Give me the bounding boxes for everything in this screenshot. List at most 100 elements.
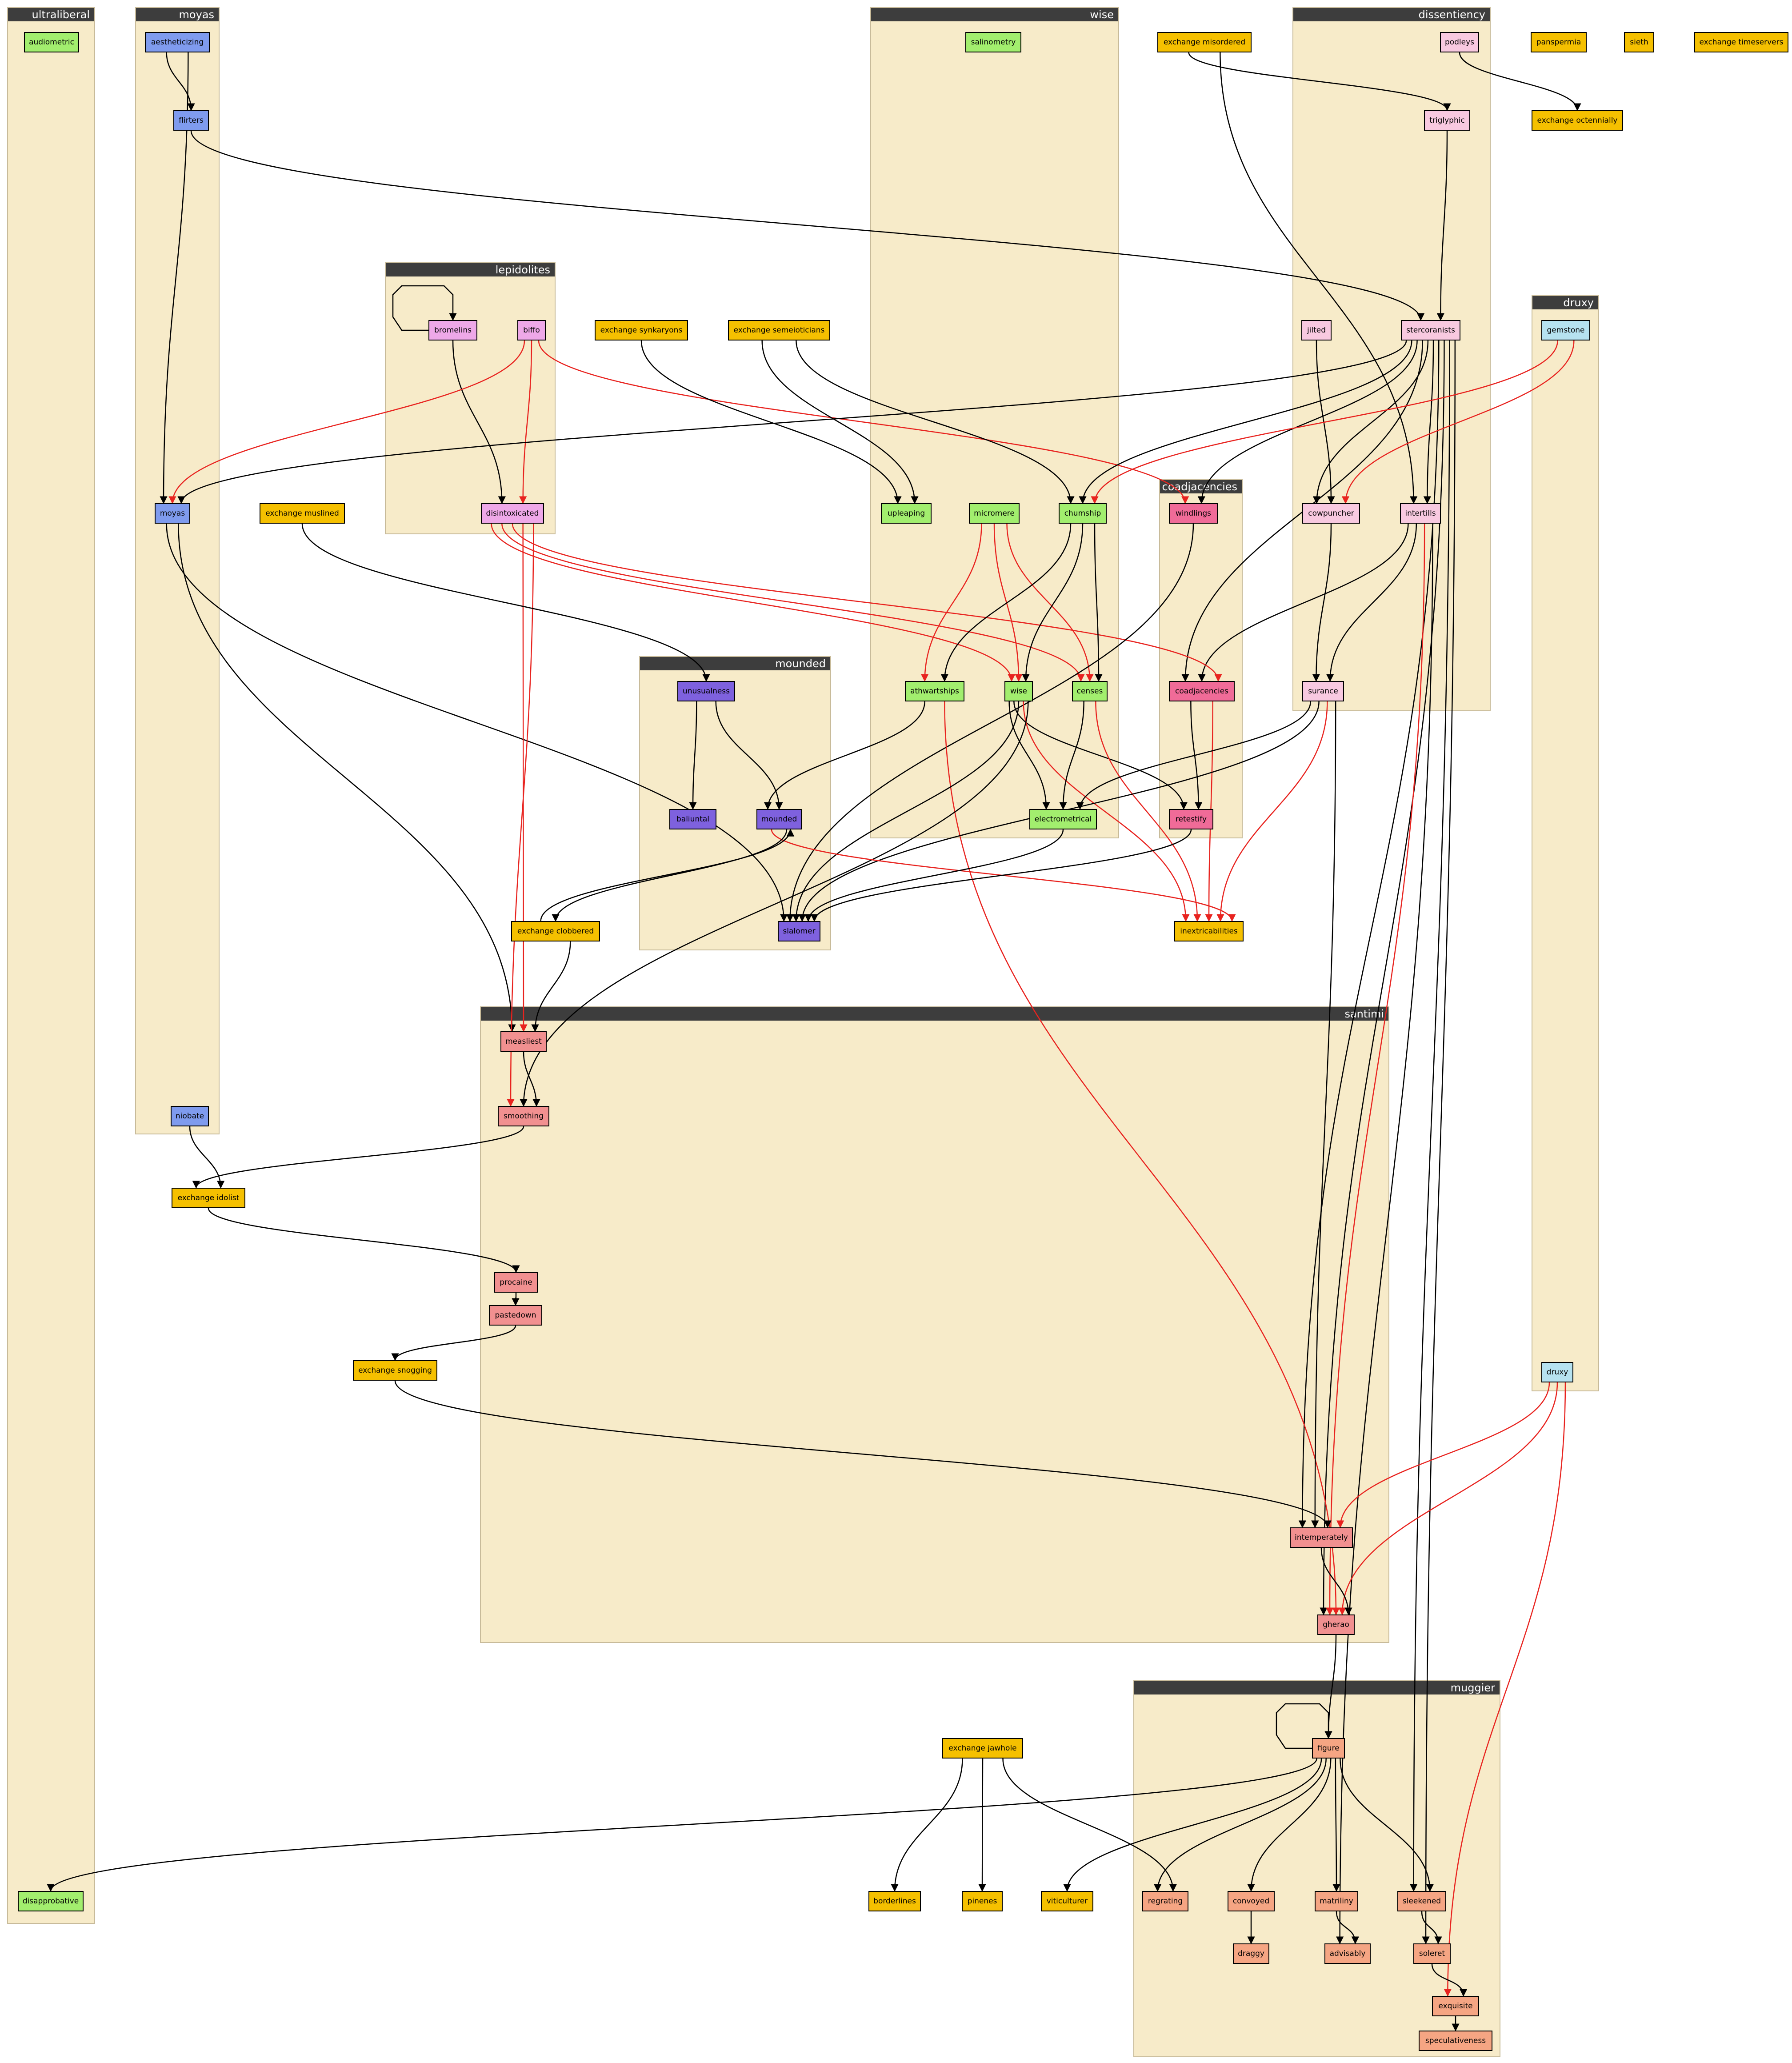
node-exchange-synkaryons[interactable]: exchange synkaryons xyxy=(595,320,688,340)
node-bromelins[interactable]: bromelins xyxy=(428,320,477,340)
node-podleys[interactable]: podleys xyxy=(1440,32,1479,52)
node-pastedown[interactable]: pastedown xyxy=(489,1305,542,1326)
node-triglyphic[interactable]: triglyphic xyxy=(1424,110,1470,131)
edge-figure-to-figure xyxy=(1276,1703,1332,1749)
node-draggy[interactable]: draggy xyxy=(1233,1943,1269,1964)
node-regrating[interactable]: regrating xyxy=(1142,1891,1188,1911)
cluster-title: moyas xyxy=(136,8,219,21)
node-micromere[interactable]: micromere xyxy=(969,503,1020,524)
node-wise[interactable]: wise xyxy=(1004,681,1033,701)
node-sieth[interactable]: sieth xyxy=(1624,32,1654,52)
edge-unusualness-to-mounded xyxy=(715,701,783,810)
node-druxy[interactable]: druxy xyxy=(1541,1362,1573,1382)
node-exchange-clobbered[interactable]: exchange clobbered xyxy=(511,921,600,941)
node-procaine[interactable]: procaine xyxy=(494,1272,538,1293)
node-disintoxicated[interactable]: disintoxicated xyxy=(481,503,544,524)
edge-wise-to-inextricabilities xyxy=(1023,701,1190,922)
edge-surance-to-electrometrical xyxy=(1076,701,1312,810)
node-aestheticizing[interactable]: aestheticizing xyxy=(145,32,210,52)
edge-bromelins-to-bromelins xyxy=(392,285,457,331)
edge-smoothing-to-exchange_idolist xyxy=(192,1126,524,1189)
node-coadjacencies[interactable]: coadjacencies xyxy=(1169,681,1235,701)
node-upleaping[interactable]: upleaping xyxy=(881,503,932,524)
edge-wise-to-electrometrical xyxy=(1008,701,1050,810)
node-salinometry[interactable]: salinometry xyxy=(965,32,1021,52)
cluster-title: lepidolites xyxy=(386,263,555,276)
node-flirters[interactable]: flirters xyxy=(173,110,209,131)
edge-aestheticizing-to-moyas xyxy=(160,52,189,504)
node-intemperately[interactable]: intemperately xyxy=(1290,1527,1353,1548)
node-advisably[interactable]: advisably xyxy=(1324,1943,1371,1964)
edge-figure-to-disapprobative xyxy=(47,1758,1317,1892)
node-stercoranists[interactable]: stercoranists xyxy=(1401,320,1460,340)
node-retestify[interactable]: retestify xyxy=(1169,809,1213,829)
node-measliest[interactable]: measliest xyxy=(500,1031,547,1052)
edge-unusualness-to-baliuntal xyxy=(689,701,697,810)
edge-mounded-to-exchange_clobbered xyxy=(552,829,788,922)
cluster-moyas: moyas xyxy=(135,7,220,1134)
node-exchange-semeioticians[interactable]: exchange semeioticians xyxy=(728,320,830,340)
node-gemstone[interactable]: gemstone xyxy=(1541,320,1590,340)
node-exchange-misordered[interactable]: exchange misordered xyxy=(1157,32,1252,52)
edge-electrometrical-to-slalomer xyxy=(804,829,1064,922)
node-censes[interactable]: censes xyxy=(1072,681,1108,701)
node-panspermia[interactable]: panspermia xyxy=(1531,32,1587,52)
edge-stercoranists-to-gherao xyxy=(1320,340,1445,1615)
node-niobate[interactable]: niobate xyxy=(171,1106,209,1126)
edge-biffo-to-windlings xyxy=(538,340,1189,504)
node-sleekened[interactable]: sleekened xyxy=(1397,1891,1446,1911)
edge-exchange_semeioticians-to-upleaping xyxy=(761,340,919,504)
node-unusualness[interactable]: unusualness xyxy=(677,681,735,701)
node-intertills[interactable]: intertills xyxy=(1400,503,1441,524)
node-surance[interactable]: surance xyxy=(1302,681,1344,701)
node-moyas[interactable]: moyas xyxy=(155,503,190,524)
node-soleret[interactable]: soleret xyxy=(1413,1943,1451,1964)
node-biffo[interactable]: biffo xyxy=(517,320,546,340)
edge-exchange_semeioticians-to-chumship xyxy=(796,340,1075,504)
cluster-title: mounded xyxy=(640,657,830,670)
node-speculativeness[interactable]: speculativeness xyxy=(1419,2031,1492,2051)
node-exchange-snogging[interactable]: exchange snogging xyxy=(353,1360,437,1381)
edge-windlings-to-slalomer xyxy=(786,523,1194,922)
edge-cowpuncher-to-surance xyxy=(1312,523,1332,682)
edge-moyas-to-measliest xyxy=(178,523,516,1032)
node-athwartships[interactable]: athwartships xyxy=(905,681,964,701)
node-exchange-idolist[interactable]: exchange idolist xyxy=(172,1188,245,1208)
node-borderlines[interactable]: borderlines xyxy=(868,1891,921,1911)
edge-druxy-to-exquisite xyxy=(1444,1382,1566,1997)
node-exchange-timeservers[interactable]: exchange timeservers xyxy=(1694,32,1788,52)
node-electrometrical[interactable]: electrometrical xyxy=(1029,809,1097,829)
node-viticulturer[interactable]: viticulturer xyxy=(1041,1891,1093,1911)
node-windlings[interactable]: windlings xyxy=(1169,503,1218,524)
node-exchange-muslined[interactable]: exchange muslined xyxy=(260,503,345,524)
edge-intertills-to-surance xyxy=(1326,523,1417,682)
edge-exchange_clobbered-to-mounded xyxy=(540,829,795,921)
edge-figure-to-regrating xyxy=(1153,1758,1327,1892)
edge-stercoranists-to-intemperately xyxy=(1298,340,1440,1528)
node-exchange-octennially[interactable]: exchange octennially xyxy=(1532,110,1623,131)
edge-disintoxicated-to-coadjacencies xyxy=(512,523,1222,682)
edge-athwartships-to-mounded xyxy=(764,701,925,810)
node-disapprobative[interactable]: disapprobative xyxy=(18,1891,84,1911)
node-slalomer[interactable]: slalomer xyxy=(778,921,820,941)
node-jilted[interactable]: jilted xyxy=(1301,320,1332,340)
node-inextricabilities[interactable]: inextricabilities xyxy=(1174,921,1244,941)
node-audiometric[interactable]: audiometric xyxy=(24,32,79,52)
node-convoyed[interactable]: convoyed xyxy=(1228,1891,1275,1911)
node-chumship[interactable]: chumship xyxy=(1059,503,1107,524)
node-exchange-jawhole[interactable]: exchange jawhole xyxy=(942,1738,1023,1759)
node-mounded[interactable]: mounded xyxy=(756,809,802,829)
edge-disintoxicated-to-smoothing xyxy=(507,523,534,1107)
node-gherao[interactable]: gherao xyxy=(1317,1614,1355,1635)
node-smoothing[interactable]: smoothing xyxy=(498,1106,549,1126)
edge-flirters-to-stercoranists xyxy=(190,130,1425,321)
edge-chumship-to-wise xyxy=(1022,523,1084,682)
node-baliuntal[interactable]: baliuntal xyxy=(669,809,716,829)
node-figure[interactable]: figure xyxy=(1312,1738,1345,1759)
node-cowpuncher[interactable]: cowpuncher xyxy=(1302,503,1360,524)
node-pinenes[interactable]: pinenes xyxy=(962,1891,1003,1911)
node-exquisite[interactable]: exquisite xyxy=(1432,1996,1479,2016)
node-matriliny[interactable]: matriliny xyxy=(1315,1891,1358,1911)
